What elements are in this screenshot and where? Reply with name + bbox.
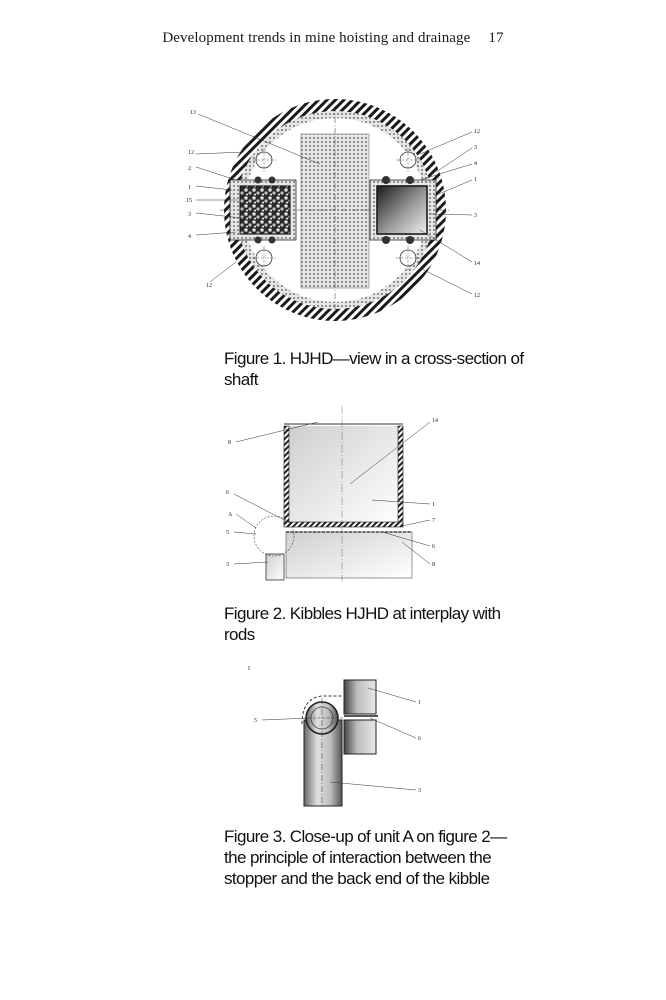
figure-1-shaft-cross-section: 13 12 2 1 15 3 4 12 12 3 4 1 3 14 12 [186,99,480,321]
running-header: Development trends in mine hoisting and … [0,30,666,47]
fig3-label-6: 6 [418,736,421,742]
lower-kibble-body [285,531,413,579]
stopper-outline [301,695,344,725]
fig1-label-3-right: 3 [474,145,477,151]
fig1-label-12-right-b: 12 [474,293,480,299]
figure-3-caption: Figure 3. Close-up of unit A on figure 2… [224,827,507,888]
fig2-label-3: 3 [226,562,229,568]
fig1-label-13: 13 [190,110,196,116]
fig3-label-1: 1 [418,700,421,706]
kibble-back-end-lower [343,719,377,755]
fig1-label-2: 2 [188,166,191,172]
kibble-back-end-upper [343,679,377,715]
fig1-label-3-right-b: 3 [474,213,477,219]
leader-lines [233,421,431,565]
guide-rollers [254,176,414,244]
fig1-label-1-right: 1 [474,177,477,183]
upper-kibble-bottom [283,521,404,528]
upper-kibble-body [288,426,400,526]
fig2-label-6: 6 [226,490,229,496]
fig2-label-6-right: 6 [432,544,435,550]
fig1-label-15: 15 [186,198,192,204]
fig2-label-7: 7 [432,518,435,524]
figure-1-caption: Figure 1. HJHD—view in a cross-section o… [224,349,524,389]
figure-3-unit-a-closeup: I 5 1 6 3 [248,666,421,807]
fig2-label-14: 14 [432,418,438,424]
page-number: 17 [488,30,504,46]
figure-2-caption: Figure 2. Kibbles HJHD at interplay with… [224,604,501,644]
upper-kibble-right-wall [397,425,404,527]
fig1-label-3: 3 [188,212,191,218]
fig1-label-4: 4 [188,234,191,240]
left-kibble-load [239,185,291,235]
rod [265,553,285,581]
fig1-label-12-bottom: 12 [206,283,212,289]
fig3-label-i: I [248,666,250,672]
fig2-label-8: 8 [228,440,231,446]
detail-circle-a [253,515,295,557]
upper-kibble-left-wall [283,425,290,527]
leader-lines [261,687,417,791]
fig2-label-5: 5 [226,530,229,536]
fig3-label-3: 3 [418,788,421,794]
fig1-label-12: 12 [188,150,194,156]
fig2-label-a: A [228,512,233,518]
fig1-label-14-right: 14 [474,261,480,267]
fig1-label-12-right: 12 [474,129,480,135]
right-kibble-body [376,185,428,235]
fig2-label-1: 1 [432,502,435,508]
figure-2-kibbles-with-rods: 8 6 A 5 3 14 1 7 6 8 [226,406,438,582]
fig3-label-5: 5 [254,718,257,724]
running-title: Development trends in mine hoisting and … [162,30,471,46]
fig2-label-8-right: 8 [432,562,435,568]
fig1-label-1: 1 [188,185,191,191]
fig1-label-4-right: 4 [474,161,477,167]
leader-lines [195,113,473,295]
